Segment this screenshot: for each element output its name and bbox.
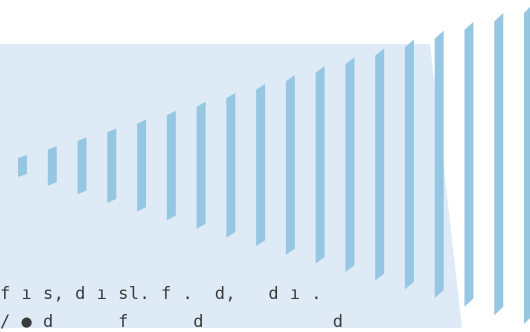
caption-line-1: f ı s, d ı sl. f . d, d ı . (0, 284, 323, 304)
stripe-group (18, 7, 530, 324)
stripe-bar (47, 146, 57, 186)
stripe-bar (434, 30, 444, 299)
stripe-bar (226, 92, 236, 238)
stripe-bar (18, 155, 27, 177)
stripe-bar (524, 7, 530, 324)
stripe-bar (494, 12, 504, 316)
stripe-bar (315, 66, 325, 264)
stripe-bar (166, 110, 176, 221)
stripe-bar (107, 128, 117, 203)
stripe-bar (256, 83, 266, 247)
stripe-bar (375, 48, 385, 281)
stripe-bar (404, 39, 414, 290)
stripe-bar (464, 21, 474, 307)
stripe-bar (196, 101, 206, 229)
stripe-bar (77, 137, 87, 195)
stripe-bar (137, 119, 147, 212)
stripe-bar (345, 57, 355, 273)
stripe-bar (285, 75, 295, 255)
caption-line-2: / ● d f d d (0, 312, 344, 332)
